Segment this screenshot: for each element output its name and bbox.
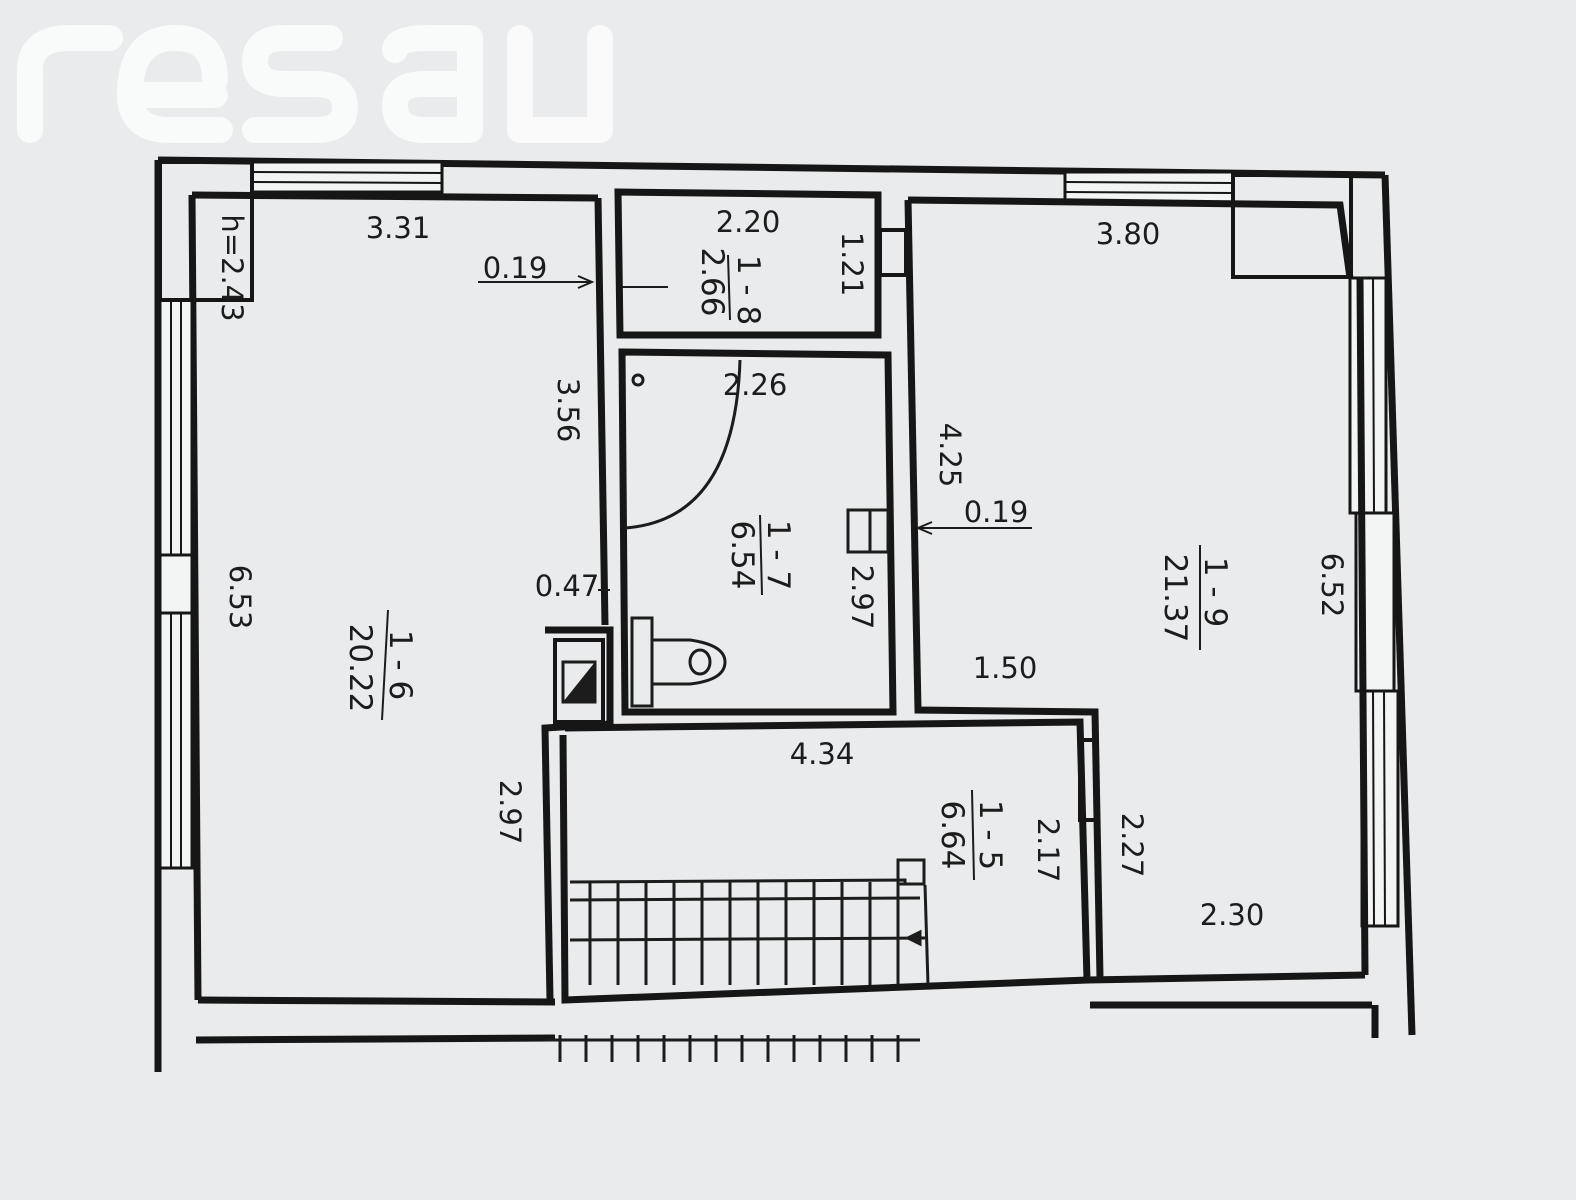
fraction-line-1-7 (759, 514, 763, 596)
balcony-railing (545, 1035, 920, 1062)
room-1-8-area: 2.66 (694, 247, 730, 316)
dim-r9-top: 3.80 (1096, 217, 1161, 251)
dim-r9-wall: 0.19 (964, 495, 1029, 529)
window-top-left (250, 160, 444, 194)
dim-r9-lower-left: 2.27 (1115, 813, 1149, 878)
dim-r7-right: 2.97 (845, 565, 879, 630)
dim-r6-left: 6.53 (223, 565, 257, 630)
room-1-5-label: 1 - 5 (972, 800, 1008, 870)
room-1-5-area: 6.64 (934, 800, 970, 869)
sink-icon (846, 508, 890, 554)
dim-r8-top: 2.20 (716, 205, 781, 239)
dim-r6-right-upper: 3.56 (551, 378, 585, 443)
dim-r8-right: 1.21 (835, 232, 869, 297)
interior-walls (541, 188, 1369, 1004)
dim-r7-top: 2.26 (723, 368, 788, 402)
exterior-walls (154, 156, 1416, 1072)
room-1-6-label: 1 - 6 (382, 630, 418, 700)
staircase (569, 858, 930, 986)
toilet-icon (630, 616, 727, 708)
dim-r9-right: 6.52 (1315, 553, 1349, 618)
dim-r6-right-lower: 2.97 (493, 780, 527, 845)
dim-r6-top: 3.31 (366, 211, 431, 245)
door-1-9 (1078, 738, 1098, 822)
height-label: h=2.43 (215, 214, 249, 321)
room-1-9-label: 1 - 9 (1197, 557, 1233, 627)
dim-r6-niche: 0.47 (535, 569, 600, 603)
dim-arrowhead-0-19-left (577, 275, 595, 289)
window-left-lower (158, 611, 194, 870)
room-1-7-area: 6.54 (724, 520, 760, 589)
window-left-upper (158, 298, 194, 557)
fraction-line-1-8 (727, 254, 731, 321)
room-1-6-area: 20.22 (342, 624, 378, 713)
dim-r9-mid: 1.50 (973, 651, 1038, 685)
window-right-lower (1360, 689, 1400, 928)
dim-r5-top: 4.34 (790, 737, 855, 771)
fraction-line-1-5 (971, 789, 975, 881)
left-wall-pier (158, 553, 194, 615)
room-1-8-label: 1 - 8 (730, 255, 766, 325)
dim-r5-right: 2.17 (1031, 818, 1065, 883)
dim-r6-wall-left: 0.19 (483, 251, 548, 285)
vent-shaft (553, 638, 605, 724)
corner-pier-top-right (1231, 173, 1353, 279)
dim-r9-left-upper: 4.25 (933, 423, 967, 488)
dim-arrowhead-0-19-right (915, 521, 933, 535)
window-right-upper (1348, 276, 1388, 515)
floor-drain-icon (631, 373, 645, 387)
door-1-8 (878, 228, 908, 277)
door-swing-arc (624, 359, 742, 530)
corner-pier-top-left (158, 160, 254, 302)
fraction-line-1-6 (381, 609, 389, 721)
room-1-9-area: 21.37 (1157, 554, 1193, 643)
window-top-right (1063, 170, 1235, 204)
dim-r9-bottom: 2.30 (1200, 898, 1265, 932)
room-1-7-label: 1 - 7 (760, 520, 796, 590)
